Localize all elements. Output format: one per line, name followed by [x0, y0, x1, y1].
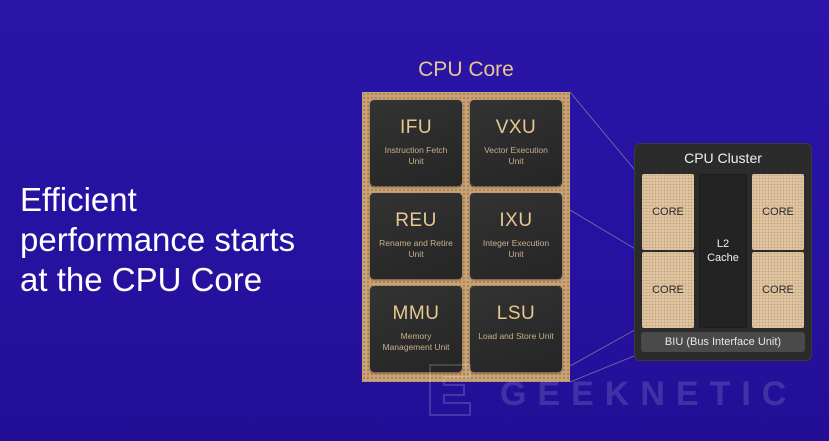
unit-abbr: REU — [395, 210, 437, 231]
unit-lsu: LSU Load and Store Unit — [470, 286, 562, 372]
cluster-core-top-right: CORE — [752, 174, 804, 250]
unit-ixu: IXU Integer Execution Unit — [470, 193, 562, 279]
cpu-core-board: IFU Instruction Fetch Unit VXU Vector Ex… — [362, 92, 570, 382]
headline-line-2: performance starts — [20, 221, 296, 258]
unit-abbr: IFU — [399, 117, 433, 138]
watermark-text: GEEKNETIC — [500, 375, 798, 413]
unit-description: Integer Execution Unit — [482, 238, 550, 259]
cluster-core-top-left: CORE — [642, 174, 694, 250]
cluster-core-bottom-right: CORE — [752, 252, 804, 328]
unit-mmu: MMU Memory Management Unit — [370, 286, 462, 372]
l2-cache-label: L2 — [716, 238, 730, 250]
headline-line-1: Efficient — [20, 181, 137, 218]
unit-abbr: MMU — [392, 303, 440, 324]
cpu-cluster-title: CPU Cluster — [684, 150, 762, 166]
watermark-logo-icon — [429, 364, 471, 416]
cpu-cluster: CPU Cluster CORE CORE CORE CORE L2 Cache… — [634, 143, 812, 361]
unit-abbr: IXU — [499, 210, 533, 231]
unit-reu: REU Rename and Retire Unit — [370, 193, 462, 279]
unit-ifu: IFU Instruction Fetch Unit — [370, 100, 462, 186]
unit-abbr: VXU — [495, 117, 537, 138]
watermark: GEEKNETIC — [420, 355, 820, 425]
connector-line-upper — [569, 209, 643, 254]
l2-cache-sublabel: Cache — [707, 252, 739, 264]
unit-description: Memory Management Unit — [382, 331, 450, 352]
unit-description: Load and Store Unit — [478, 331, 554, 341]
headline-line-3: at the CPU Core — [20, 261, 263, 298]
unit-abbr: LSU — [496, 303, 536, 324]
bus-interface-unit: BIU (Bus Interface Unit) — [641, 332, 805, 352]
cpu-core-title: CPU Core — [418, 58, 514, 81]
unit-vxu: VXU Vector Execution Unit — [470, 100, 562, 186]
unit-description: Instruction Fetch Unit — [384, 145, 448, 166]
unit-description: Vector Execution Unit — [484, 145, 548, 166]
headline: Efficient performance starts at the CPU … — [20, 180, 350, 300]
unit-description: Rename and Retire Unit — [379, 238, 453, 259]
cluster-core-bottom-left: CORE — [642, 252, 694, 328]
l2-cache: L2 Cache — [699, 174, 747, 328]
